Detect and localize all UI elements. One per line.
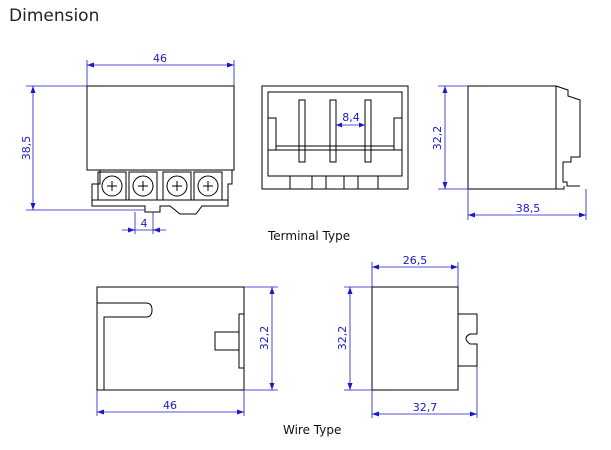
screw-icon	[162, 171, 192, 201]
terminal-front-body	[86, 85, 235, 171]
dim-terminal-pitch: 4	[141, 217, 148, 230]
wire-side-body	[371, 286, 459, 391]
wire-side-view: 26,5 32,2 32,7	[336, 254, 478, 418]
dim-terminal-front-width: 46	[153, 52, 167, 65]
dim-terminal-side-depth: 38,5	[516, 202, 541, 215]
page-title: Dimension	[9, 6, 100, 26]
dim-terminal-side-height: 32,2	[431, 126, 444, 151]
terminal-section-outline	[261, 85, 409, 190]
terminal-section-view: 8,4	[261, 85, 409, 190]
dim-terminal-side-pitch: 8,4	[342, 111, 360, 124]
terminal-side-view: 32,2 38,5	[431, 85, 587, 220]
dim-wire-front-height: 32,2	[258, 326, 271, 351]
terminal-screws	[97, 171, 223, 201]
terminal-type-caption: Terminal Type	[268, 229, 351, 243]
screw-icon	[97, 171, 127, 201]
wire-front-view: 32,2 46	[96, 286, 278, 416]
dim-wire-side-height: 32,2	[336, 326, 349, 351]
screw-icon	[193, 171, 223, 201]
terminal-front-view: 46 38,5 4	[20, 52, 235, 234]
screw-icon	[128, 171, 158, 201]
wire-front-body	[96, 286, 245, 391]
terminal-side-body	[467, 85, 557, 190]
dim-wire-side-depth: 32,7	[413, 401, 438, 414]
dim-wire-front-width: 46	[163, 399, 177, 412]
dim-terminal-front-height: 38,5	[20, 136, 33, 161]
wire-type-caption: Wire Type	[283, 423, 342, 437]
dim-wire-side-top: 26,5	[403, 254, 428, 267]
